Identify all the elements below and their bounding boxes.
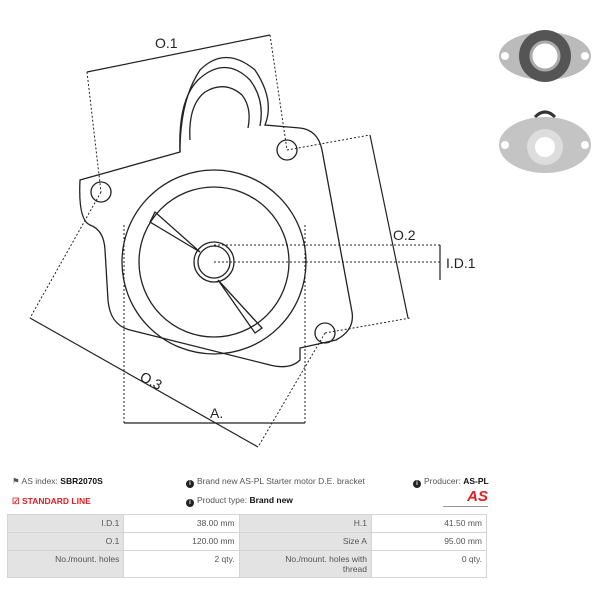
bracket-outline [79,57,354,368]
as-pl-logo: AS [443,489,488,511]
as-index: ⚑ AS index: SBR2070S [12,476,103,486]
product-photo-back [499,110,591,173]
info-icon: i [413,480,421,488]
standard-line-badge: ☑ STANDARD LINE [12,496,91,506]
technical-drawing: O.1 O.2 I.D.1 O.3 A. [29,34,476,448]
checkbox-icon: ☑ [12,496,20,506]
label-a: A. [210,405,223,421]
label-o1: O.1 [155,35,178,51]
tag-icon: ⚑ [12,476,20,486]
label-id1: I.D.1 [446,255,476,271]
label-o2: O.2 [393,227,416,243]
info-icon: i [186,499,194,507]
product-photo-front [499,30,591,82]
label-o3: O.3 [137,368,165,393]
info-icon: i [186,480,194,488]
